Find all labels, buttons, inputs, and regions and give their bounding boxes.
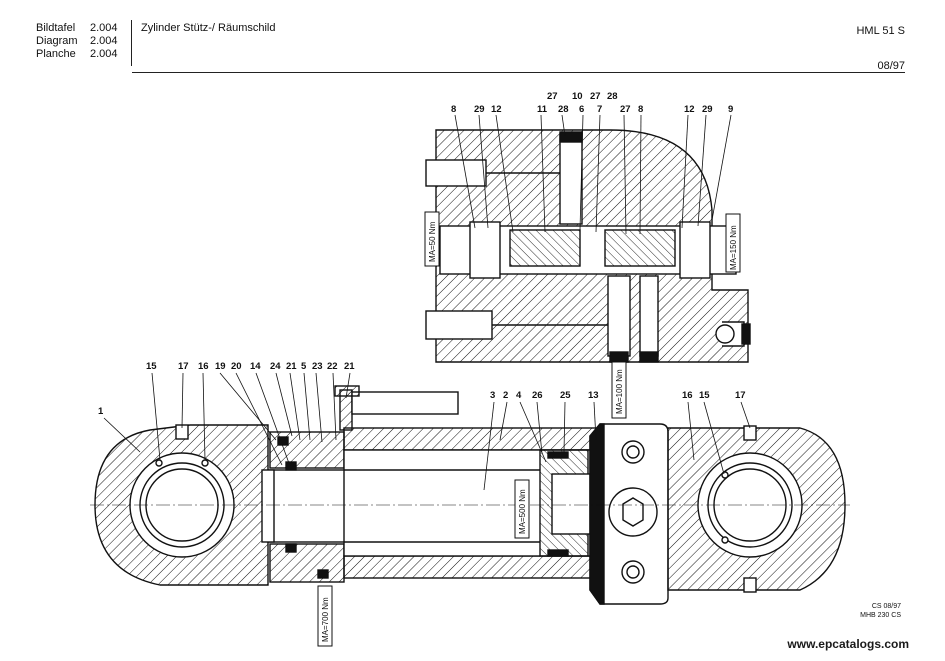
callouts-cylinder-left: 15 17 16 19 20 14 24 21 5 23 22 21 <box>146 361 355 372</box>
callout: 21 <box>344 361 355 372</box>
leader-line <box>103 417 141 453</box>
index-number-en: 2.004 <box>90 35 118 47</box>
callout: 11 <box>537 104 548 115</box>
callout: 10 <box>572 91 583 102</box>
model-name: HML 51 S <box>856 25 905 37</box>
callout: 17 <box>735 390 746 401</box>
index-number-fr: 2.004 <box>90 48 118 60</box>
callout: 26 <box>532 390 543 401</box>
index-label-en: Diagram <box>36 35 78 47</box>
valve-block <box>425 129 751 363</box>
leader-lines-cylinder-mid <box>483 401 597 491</box>
callout: 21 <box>286 361 297 372</box>
torque-head-box: MA=700 Nm <box>317 585 333 647</box>
cylinder-assembly <box>94 385 846 605</box>
torque-left-valve-box: MA=50 Nm <box>424 211 440 267</box>
callout: 13 <box>588 390 599 401</box>
torque-left-valve: MA=50 Nm <box>428 221 437 262</box>
header-index: Bildtafel 2.004 Diagram 2.004 Planche 2.004 <box>36 22 126 61</box>
torque-head: MA=700 Nm <box>321 597 330 642</box>
watermark: www.epcatalogs.com <box>787 637 909 651</box>
callout: 22 <box>327 361 338 372</box>
callout: 27 <box>547 91 558 102</box>
leader-lines-cylinder-left <box>151 372 351 467</box>
callout: 29 <box>474 104 485 115</box>
drawing-reference: MHB 230 CS <box>860 612 901 619</box>
index-number-de: 2.004 <box>90 22 118 34</box>
page-title: Zylinder Stütz-/ Räumschild <box>141 22 276 34</box>
callouts-block-top: 27 10 27 28 <box>547 91 618 102</box>
leader-lines-cylinder-right <box>687 401 751 475</box>
drawing-code: CS 08/97 <box>871 603 901 610</box>
torque-right-valve: MA=150 Nm <box>729 225 738 270</box>
callout: 14 <box>250 361 261 372</box>
callouts-cylinder-mid: 3 2 4 26 25 13 <box>490 390 599 401</box>
torque-bottom-valve: MA=100 Nm <box>615 369 624 414</box>
leader-lines-block <box>454 114 732 235</box>
callouts-cylinder-right: 16 15 17 <box>682 390 746 401</box>
callout: 9 <box>728 104 733 115</box>
callout: 29 <box>702 104 713 115</box>
callout-item-1: 1 <box>98 406 104 417</box>
callout: 20 <box>231 361 242 372</box>
index-label-fr: Planche <box>36 48 76 60</box>
callout: 12 <box>491 104 502 115</box>
callouts-block-mid: 8 29 12 11 28 6 7 27 8 12 29 9 <box>451 104 733 115</box>
torque-piston: MA=500 Nm <box>518 489 527 534</box>
callout: 6 <box>579 104 584 115</box>
callout: 8 <box>638 104 643 115</box>
callout: 27 <box>620 104 631 115</box>
callout: 5 <box>301 361 307 372</box>
callout: 12 <box>684 104 695 115</box>
callout: 15 <box>146 361 157 372</box>
callout: 16 <box>682 390 693 401</box>
callout: 17 <box>178 361 189 372</box>
callout: 8 <box>451 104 456 115</box>
index-label-de: Bildtafel <box>36 22 76 34</box>
callout: 27 <box>590 91 601 102</box>
header-divider <box>131 20 132 66</box>
revision-date: 08/97 <box>877 60 905 72</box>
callout: 16 <box>198 361 209 372</box>
torque-piston-box: MA=500 Nm <box>514 479 530 539</box>
callout: 28 <box>558 104 569 115</box>
callout: 25 <box>560 390 571 401</box>
callout: 24 <box>270 361 281 372</box>
callout: 2 <box>503 390 508 401</box>
callout: 7 <box>597 104 602 115</box>
callout: 19 <box>215 361 226 372</box>
callout: 4 <box>516 390 522 401</box>
callout: 28 <box>607 91 618 102</box>
header-rule <box>132 72 905 73</box>
callout: 23 <box>312 361 323 372</box>
callout: 3 <box>490 390 495 401</box>
torque-right-valve-box: MA=150 Nm <box>725 213 741 273</box>
torque-bottom-valve-box: MA=100 Nm <box>611 361 627 419</box>
callout: 15 <box>699 390 710 401</box>
